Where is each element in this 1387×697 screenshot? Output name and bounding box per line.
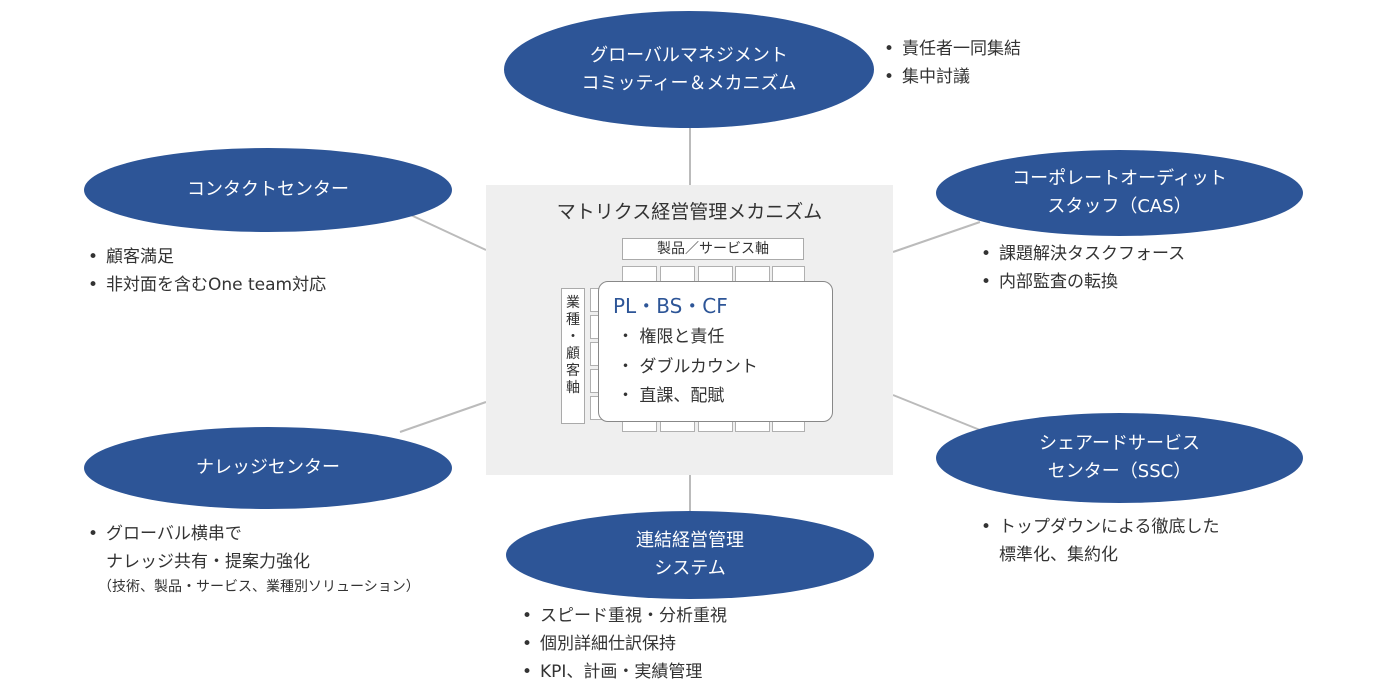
node-contact-center: コンタクトセンター xyxy=(84,148,452,232)
bullet-item: グローバル横串で xyxy=(88,520,420,548)
node-consolidated-system: 連結経営管理 システム xyxy=(506,511,874,599)
cas-bullets: 課題解決タスクフォース 内部監査の転換 xyxy=(981,240,1185,296)
bullet-item-continuation: ナレッジ共有・提案力強化 xyxy=(106,552,310,572)
bullet-item: 個別詳細仕訳保持 xyxy=(522,630,727,658)
contact-bullets: 顧客満足 非対面を含むOne team対応 xyxy=(88,243,326,299)
pl-bs-cf-title: PL・BS・CF xyxy=(613,294,728,318)
financial-statements-box: PL・BS・CF ・ 権限と責任 ・ ダブルカウント ・ 直課、配賦 xyxy=(598,281,833,422)
segment-axis-label: 業 種 ・ 顧 客 軸 xyxy=(561,288,585,424)
pl-item: ・ 直課、配賦 xyxy=(617,386,725,406)
matrix-title: マトリクス経営管理メカニズム xyxy=(556,201,823,223)
ssc-bullets: トップダウンによる徹底した 標準化、集約化 xyxy=(981,513,1220,569)
node-knowledge-center: ナレッジセンター xyxy=(84,427,452,509)
bullet-item: スピード重視・分析重視 xyxy=(522,602,727,630)
bullet-item: KPI、計画・実績管理 xyxy=(522,658,727,686)
bullet-item: トップダウンによる徹底した xyxy=(981,513,1220,541)
connector-knowledge xyxy=(399,401,487,433)
node-ssc: シェアードサービス センター（SSC） xyxy=(936,413,1303,503)
bullet-note: （技術、製品・サービス、業種別ソリューション） xyxy=(98,579,420,595)
knowledge-bullets: グローバル横串で ナレッジ共有・提案力強化 （技術、製品・サービス、業種別ソリュ… xyxy=(88,520,420,598)
bullet-item: 集中討議 xyxy=(884,63,1021,91)
node-cas: コーポレートオーディット スタッフ（CAS） xyxy=(936,150,1303,236)
bullet-item: 非対面を含むOne team対応 xyxy=(88,271,326,299)
connector-ssc xyxy=(892,394,981,431)
bullet-item: 責任者一同集結 xyxy=(884,35,1021,63)
system-bullets: スピード重視・分析重視 個別詳細仕訳保持 KPI、計画・実績管理 xyxy=(522,602,727,686)
bullet-item-continuation: 標準化、集約化 xyxy=(999,545,1118,565)
connector-cas xyxy=(892,221,981,253)
product-axis-label: 製品／サービス軸 xyxy=(622,238,804,260)
pl-item: ・ ダブルカウント xyxy=(617,357,758,377)
global-bullets: 責任者一同集結 集中討議 xyxy=(884,35,1021,91)
bullet-item: 顧客満足 xyxy=(88,243,326,271)
node-global-management: グローバルマネジメント コミッティー＆メカニズム xyxy=(504,11,874,128)
connector-contact xyxy=(399,209,487,251)
bullet-item: 内部監査の転換 xyxy=(981,268,1185,296)
pl-item: ・ 権限と責任 xyxy=(617,327,725,347)
bullet-item: 課題解決タスクフォース xyxy=(981,240,1185,268)
